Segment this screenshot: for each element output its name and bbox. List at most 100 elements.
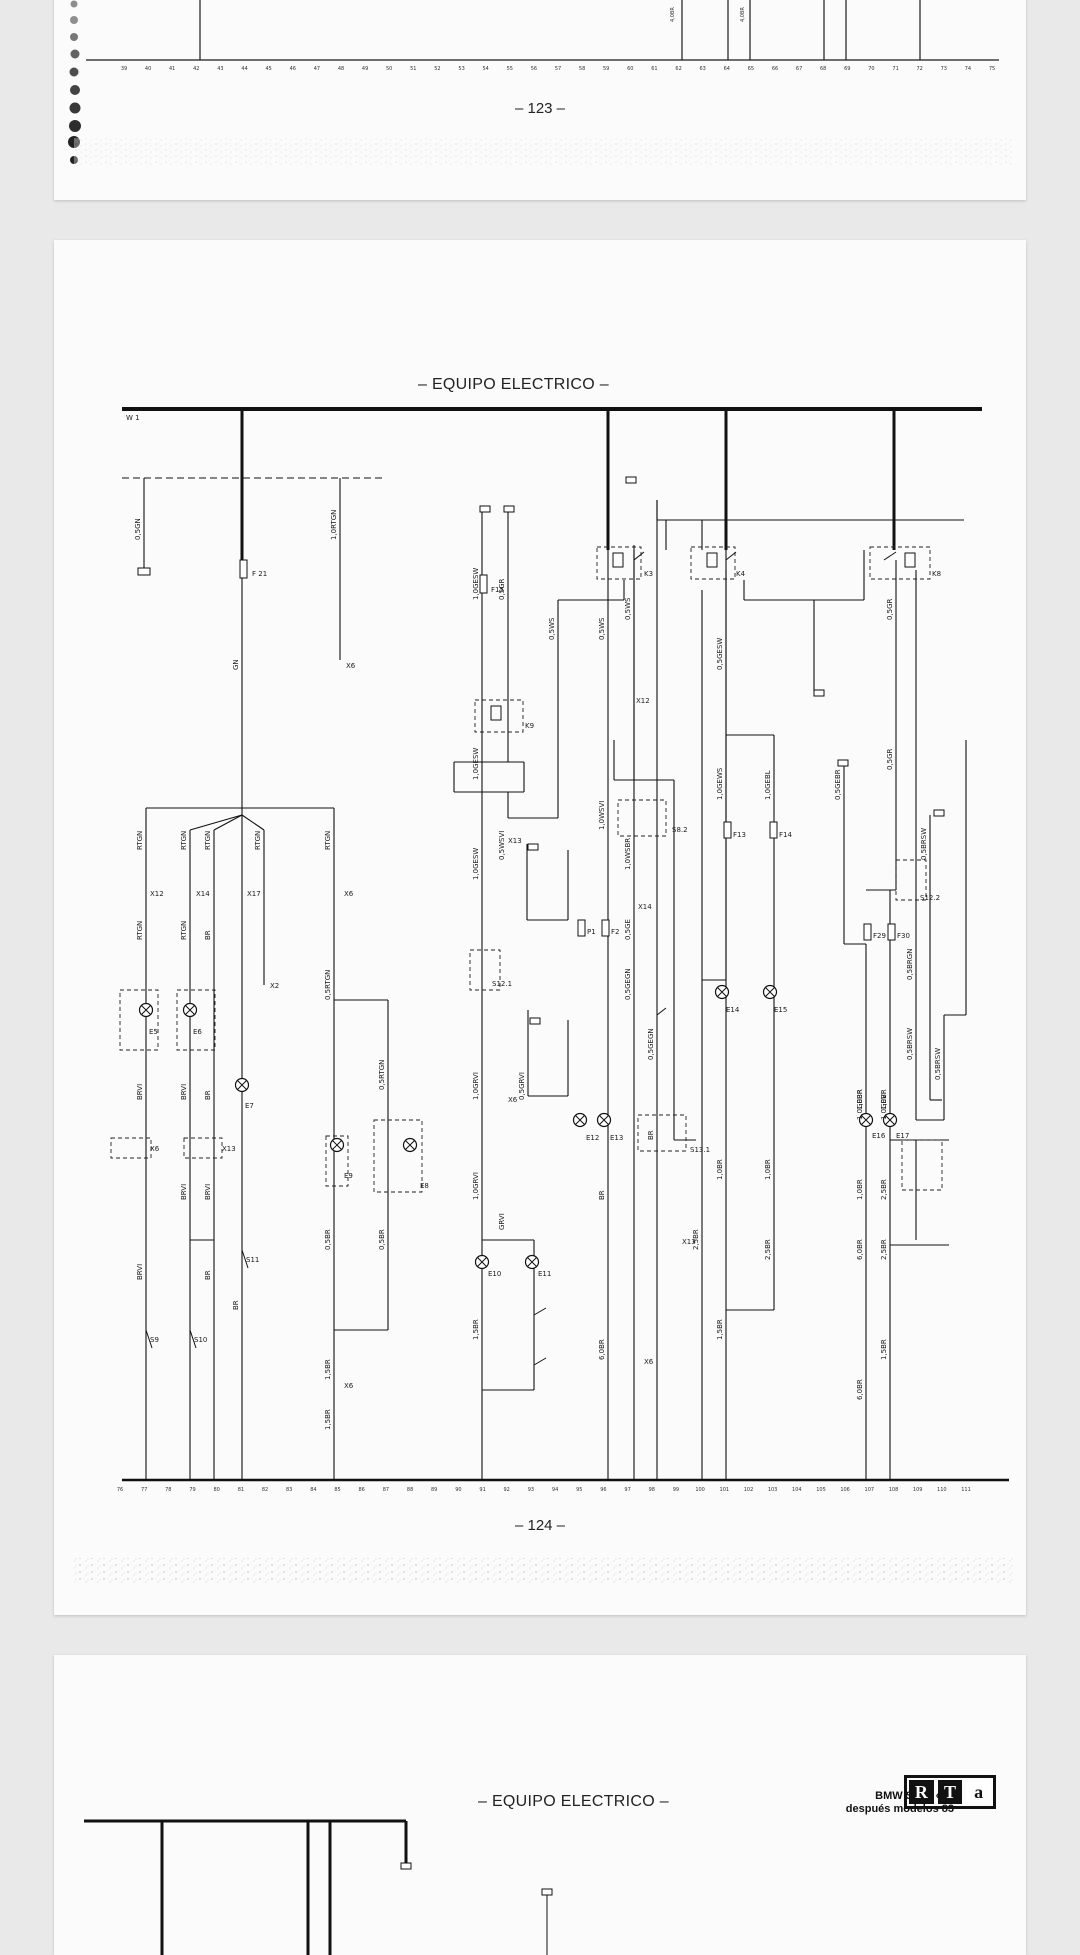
terminal-number: 69 (844, 66, 850, 72)
wire-label: RTGN (136, 921, 144, 940)
wire-label: 1,0GRVI (472, 1172, 480, 1200)
connector-label: X6 (346, 662, 356, 670)
terminal-number: 90 (455, 1487, 461, 1493)
terminal-number: 109 (913, 1487, 923, 1493)
terminal-number: 111 (961, 1487, 971, 1493)
lamp-label: E6 (193, 1028, 202, 1036)
terminal-number: 85 (334, 1487, 340, 1493)
wire-label: BRVI (180, 1084, 188, 1100)
relay-label: K3 (644, 570, 653, 578)
wire-label: 0,5BRGN (906, 949, 914, 980)
wire-label: 0,5RTGN (324, 970, 332, 1000)
lamp-label: E12 (586, 1134, 599, 1142)
terminal-number: 103 (768, 1487, 778, 1493)
terminal-number: 68 (820, 66, 826, 72)
wire-label: 1,0BR (856, 1089, 864, 1110)
connector-label: X17 (247, 890, 261, 898)
document-page-125: – EQUIPO ELECTRICO – BMW Serie «3» despu… (54, 1655, 1026, 1955)
wire-label: 0,5GEGN (647, 1028, 655, 1060)
wire-label: 1,0GEVI (880, 1092, 888, 1120)
terminal-number: 76 (117, 1487, 123, 1493)
terminal-number: 50 (386, 66, 392, 72)
wire-label: 1,5BR (880, 1339, 888, 1360)
terminal-number: 97 (624, 1487, 630, 1493)
wire-label: 1,0GEBR (856, 1089, 864, 1120)
terminal-number: 99 (673, 1487, 679, 1493)
connector-label: X6 (150, 1145, 160, 1153)
terminal-number: 47 (314, 66, 320, 72)
terminal-number: 79 (189, 1487, 195, 1493)
wire-label: BR (204, 1270, 212, 1280)
fuse-label: P1 (587, 928, 596, 936)
wire-label: GN (232, 659, 240, 670)
terminal-number: 39 (121, 66, 127, 72)
wire-label: 2,5BR (764, 1239, 772, 1260)
connector-label: X12 (636, 697, 650, 705)
wire-label: 1,0GESW (472, 848, 480, 880)
terminal-number: 82 (262, 1487, 268, 1493)
wire-label: BR (598, 1190, 606, 1200)
wire-label: 0,5BR (378, 1229, 386, 1250)
wire-label: RTGN (324, 831, 332, 850)
terminal-number: 94 (552, 1487, 558, 1493)
wire-label: 0,5GE (624, 919, 632, 940)
wire-label: 2,5BR (880, 1179, 888, 1200)
wire-label: 0,5GR (886, 598, 894, 620)
terminal-number: 73 (941, 66, 947, 72)
logo-letter: R (909, 1780, 934, 1804)
terminal-number: 63 (700, 66, 706, 72)
connector-label: X6 (344, 890, 354, 898)
page-header: – EQUIPO ELECTRICO – (418, 376, 609, 393)
terminal-number: 102 (744, 1487, 754, 1493)
wire-label: 1,0BR (856, 1179, 864, 1200)
relay-label: K9 (525, 722, 534, 730)
connector-label: X2 (270, 982, 279, 990)
lamp-label: E8 (420, 1182, 429, 1190)
terminal-number: 74 (965, 66, 971, 72)
connector-label: X14 (196, 890, 210, 898)
terminal-number: 51 (410, 66, 416, 72)
wire-label: 6,0BR (856, 1379, 864, 1400)
wire-label: 0,5GESW (716, 638, 724, 670)
wire-label: 2,5BR (692, 1229, 700, 1250)
connector-label: X14 (638, 903, 652, 911)
wire-label: BRVI (180, 1184, 188, 1200)
connector-label: X13 (508, 837, 522, 845)
terminal-number: 110 (937, 1487, 947, 1493)
wire-label: 0,5BRSW (934, 1048, 942, 1080)
terminal-number: 84 (310, 1487, 316, 1493)
wire-label: 1,0BR (880, 1089, 888, 1110)
wire-label: 1,0GEBL (764, 770, 772, 800)
wire-label: 2,5BR (880, 1239, 888, 1260)
terminal-number: 96 (600, 1487, 606, 1493)
terminal-number: 40 (145, 66, 151, 72)
terminal-number: 46 (290, 66, 296, 72)
wire-label: 0,5RTGN (378, 1060, 386, 1090)
wire-label: 1,0RTGN (330, 510, 338, 540)
terminal-number: 64 (724, 66, 730, 72)
connector-label: X6 (508, 1096, 518, 1104)
wire-label: 1,0BR (716, 1159, 724, 1180)
wire-label: RTGN (204, 831, 212, 850)
lamp-label: E7 (245, 1102, 254, 1110)
terminal-number: 93 (528, 1487, 534, 1493)
terminal-number: 105 (816, 1487, 826, 1493)
lamp-label: E16 (872, 1132, 886, 1140)
page-number: – 124 – (514, 1517, 566, 1534)
wire-label: 0,5BRSW (920, 828, 928, 860)
wire-label: 1,5BR (716, 1319, 724, 1340)
terminal-number: 72 (917, 66, 923, 72)
wire-label: 1,5BR (472, 1319, 480, 1340)
wire-label: 0,5GEGN (624, 968, 632, 1000)
fuse-label: F13 (733, 831, 746, 839)
wire-label: GRVI (498, 1213, 506, 1230)
terminal-number: 58 (579, 66, 585, 72)
logo-letter: a (966, 1780, 992, 1804)
fuse-label: F15 (491, 586, 504, 594)
wire-label: 1,0WSBR (624, 838, 632, 870)
page-header: – EQUIPO ELECTRICO – (478, 1793, 669, 1810)
terminal-number: 77 (141, 1487, 147, 1493)
connector-label: X6 (344, 1382, 354, 1390)
